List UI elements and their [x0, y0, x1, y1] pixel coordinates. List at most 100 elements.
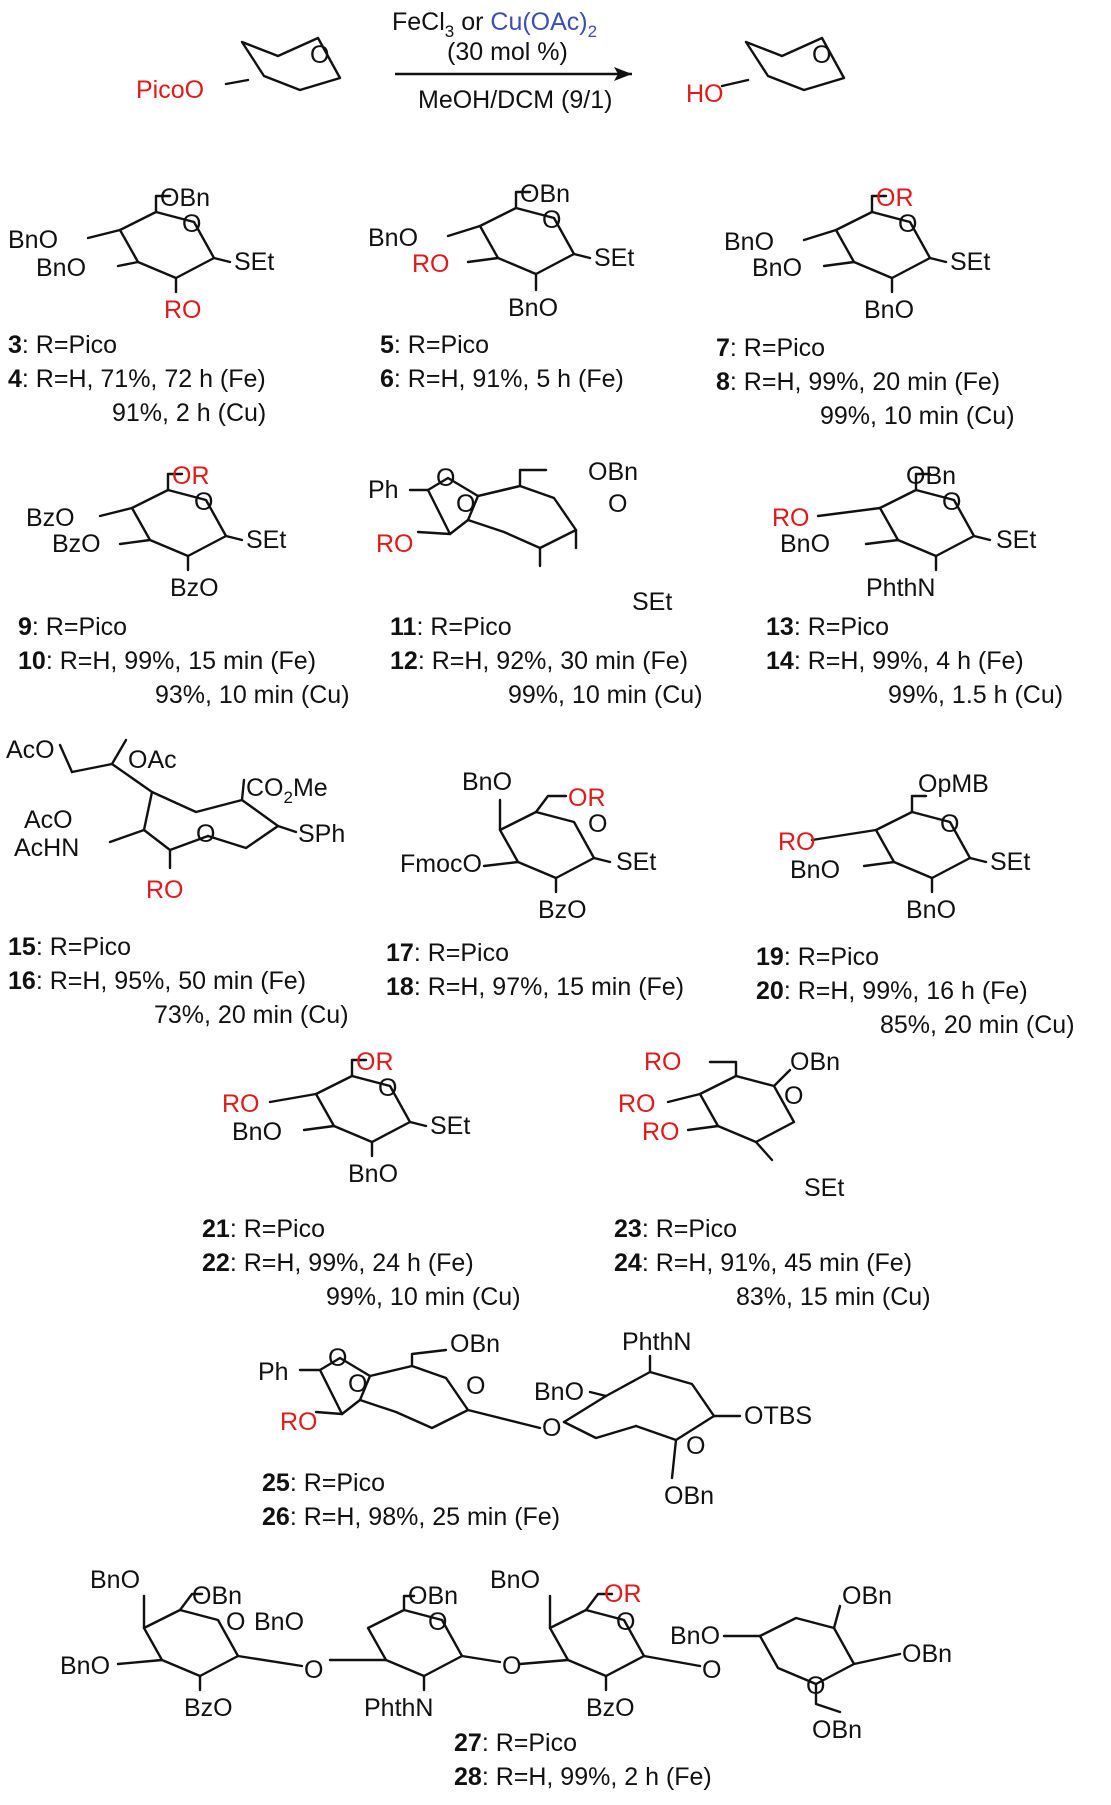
compound-7-structure: OR O BnO BnO SEt BnO	[724, 184, 990, 324]
bno-label: BnO	[36, 254, 86, 282]
opmb-label: OpMB	[918, 770, 989, 798]
set-label: SEt	[950, 248, 990, 276]
set-label: SEt	[996, 526, 1036, 554]
conditions-solvent: MeOH/DCM (9/1)	[418, 86, 612, 114]
ring-o-atom: O	[616, 1608, 635, 1636]
ring-o-atom: O	[466, 1372, 485, 1400]
ring-o-atom: O	[686, 1432, 705, 1460]
phthn-label: PhthN	[622, 1328, 691, 1356]
or-label: OR	[604, 1580, 642, 1608]
compound-19-structure: OpMB O RO BnO SEt BnO	[778, 770, 1030, 924]
compound-12-label: 12: R=H, 92%, 30 min (Fe)	[390, 647, 688, 675]
ho-label: HO	[686, 80, 724, 108]
ph-label: Ph	[258, 1358, 289, 1386]
compound-27-label: 27: R=Pico	[454, 1729, 577, 1757]
compound-16-cu-result: 73%, 20 min (Cu)	[154, 1001, 349, 1029]
compound-4-cu-result: 91%, 2 h (Cu)	[112, 399, 266, 427]
bzo-label: BzO	[586, 1694, 635, 1722]
ro-label: RO	[644, 1048, 682, 1076]
compound-12-cu-result: 99%, 10 min (Cu)	[508, 681, 703, 709]
set-label: SEt	[990, 848, 1030, 876]
compound-10-cu-result: 93%, 10 min (Cu)	[155, 681, 350, 709]
or-label: OR	[876, 184, 914, 212]
compound-13-label: 13: R=Pico	[766, 613, 889, 641]
set-label: SEt	[246, 526, 286, 554]
aco-label: AcO	[6, 736, 55, 764]
or-label: OR	[172, 462, 210, 490]
or-label: OR	[568, 784, 606, 812]
compound-14-label: 14: R=H, 99%, 4 h (Fe)	[766, 647, 1024, 675]
compound-21-label: 21: R=Pico	[202, 1215, 325, 1243]
ro-label: RO	[222, 1090, 260, 1118]
fmoco-label: FmocO	[400, 850, 482, 878]
ring-o-atom: O	[784, 1082, 803, 1110]
bno-label: BnO	[534, 1378, 584, 1406]
compound-3-structure: OBn O BnO BnO SEt RO	[8, 184, 274, 324]
ring-o-atom: O	[328, 1344, 347, 1372]
ring-o-atom: O	[196, 820, 215, 848]
obn-label: OBn	[160, 184, 210, 212]
compound-5-structure: OBn O BnO RO SEt BnO	[368, 180, 634, 322]
otbs-label: OTBS	[744, 1402, 812, 1430]
compound-3-label: 3: R=Pico	[8, 331, 117, 359]
ring-o-atom: O	[378, 1074, 397, 1102]
compound-16-label: 16: R=H, 95%, 50 min (Fe)	[8, 967, 306, 995]
compound-21-structure: OR O RO BnO SEt BnO	[222, 1048, 470, 1188]
obn-label: OBn	[906, 462, 956, 490]
ring-o-atom: O	[898, 210, 917, 238]
ring-o-atom: O	[436, 464, 455, 492]
bno-label: BnO	[780, 530, 830, 558]
ro-label: RO	[778, 828, 816, 856]
bno-label: BnO	[8, 226, 58, 254]
bzo-label: BzO	[538, 896, 587, 924]
compound-28-label: 28: R=H, 99%, 2 h (Fe)	[454, 1763, 712, 1791]
ring-o-atom: O	[182, 210, 201, 238]
bno-label: BnO	[790, 856, 840, 884]
obn-label: OBn	[588, 458, 638, 486]
ring-o-atom: O	[542, 1414, 561, 1442]
ph-label: Ph	[368, 476, 399, 504]
bzo-label: BzO	[52, 530, 101, 558]
ring-o-atom: O	[942, 488, 961, 516]
bzo-label: BzO	[184, 1694, 233, 1722]
ro-label: RO	[412, 250, 450, 278]
compound-9-structure: OR O BzO BzO SEt BzO	[26, 462, 286, 602]
co2me-label: CO2Me	[246, 774, 328, 807]
set-label: SEt	[616, 848, 656, 876]
bno-label: BnO	[724, 228, 774, 256]
ring-o-atom: O	[940, 810, 959, 838]
obn-label: OBn	[812, 1716, 862, 1744]
compound-8-cu-result: 99%, 10 min (Cu)	[820, 402, 1015, 430]
obn-label: OBn	[902, 1640, 952, 1668]
bno-label: BnO	[490, 1566, 540, 1594]
set-label: SEt	[594, 244, 634, 272]
bno-label: BnO	[906, 896, 956, 924]
compound-6-label: 6: R=H, 91%, 5 h (Fe)	[380, 365, 624, 393]
ro-label: RO	[642, 1118, 680, 1146]
compound-24-cu-result: 83%, 15 min (Cu)	[736, 1283, 931, 1311]
obn-label: OBn	[408, 1582, 458, 1610]
conditions-reagents: FeCl3 or Cu(OAc)2	[392, 8, 597, 41]
ring-o-atom: O	[304, 1656, 323, 1684]
ring-o-atom: O	[226, 1608, 245, 1636]
compound-25-label: 25: R=Pico	[262, 1469, 385, 1497]
compound-4-label: 4: R=H, 71%, 72 h (Fe)	[8, 365, 266, 393]
compound-20-cu-result: 85%, 20 min (Cu)	[880, 1011, 1075, 1039]
bno-label: BnO	[368, 224, 418, 252]
set-label: SEt	[430, 1112, 470, 1140]
ro-label: RO	[164, 296, 202, 324]
compound-8-label: 8: R=H, 99%, 20 min (Fe)	[716, 368, 1000, 396]
ro-label: RO	[618, 1090, 656, 1118]
compound-17-label: 17: R=Pico	[386, 939, 509, 967]
ring-o-atom: O	[608, 490, 627, 518]
bno-label: BnO	[864, 296, 914, 324]
bno-label: BnO	[232, 1118, 282, 1146]
bno-label: BnO	[508, 294, 558, 322]
bzo-label: BzO	[26, 504, 75, 532]
pico-o-label: PicoO	[136, 76, 204, 104]
obn-label: OBn	[450, 1330, 500, 1358]
bno-label: BnO	[90, 1566, 140, 1594]
bno-label: BnO	[60, 1652, 110, 1680]
compound-22-label: 22: R=H, 99%, 24 h (Fe)	[202, 1249, 474, 1277]
